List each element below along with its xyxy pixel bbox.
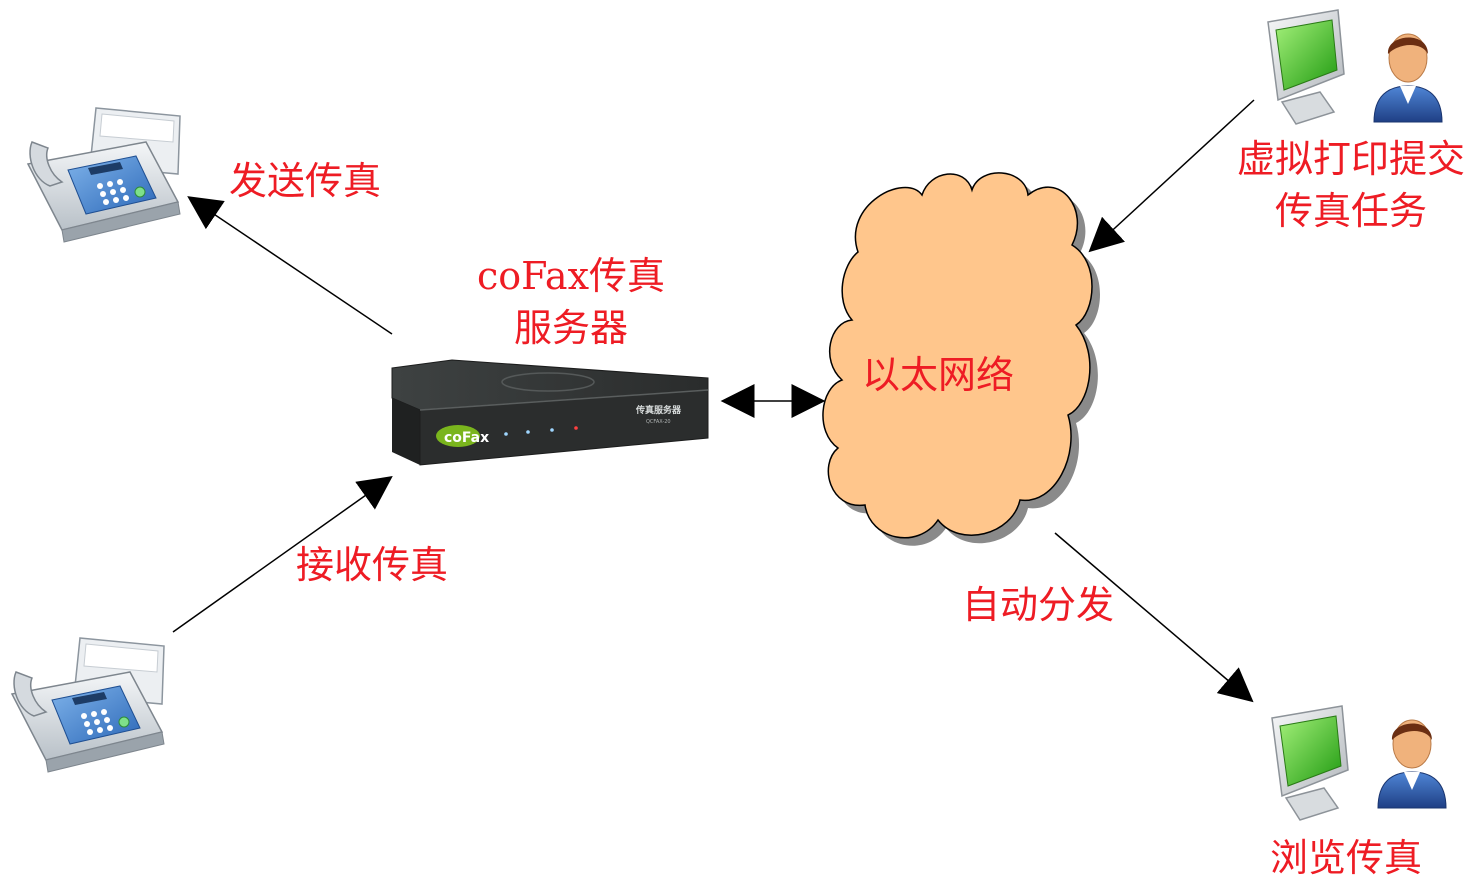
computer-monitor-icon: [1267, 9, 1345, 125]
network-label: 以太网络: [862, 353, 1015, 397]
fax-machine-icon: [10, 637, 165, 773]
server-label-line1: coFax传真: [476, 254, 666, 298]
computer-monitor-icon: [1271, 705, 1349, 821]
virtual-print-label-line2: 传真任务: [1274, 189, 1427, 233]
server-model: QCFAX-20: [646, 419, 671, 425]
virtual-print-label-line1: 虚拟打印提交: [1236, 137, 1465, 181]
server-panel-title: 传真服务器: [635, 404, 682, 416]
arrow-send-fax: [187, 196, 393, 335]
fax-machine-icon: [26, 107, 181, 243]
arrow-receive-fax: [172, 476, 393, 633]
arrow-auto-distribute: [1054, 532, 1254, 703]
send-fax-label: 发送传真: [229, 159, 382, 203]
ethernet-cloud-icon: [822, 172, 1100, 546]
server-label-line2: 服务器: [513, 306, 628, 350]
server-brand-logo: coFax: [444, 430, 489, 446]
receive-fax-label: 接收传真: [296, 543, 449, 587]
auto-distribute-label: 自动分发: [962, 583, 1115, 627]
arrow-virtual-print: [1088, 99, 1255, 253]
browse-fax-label: 浏览传真: [1270, 836, 1423, 880]
fax-server-icon: coFax 传真服务器 QCFAX-20: [391, 359, 709, 466]
user-person-icon: [1377, 719, 1447, 809]
user-person-icon: [1373, 33, 1443, 123]
